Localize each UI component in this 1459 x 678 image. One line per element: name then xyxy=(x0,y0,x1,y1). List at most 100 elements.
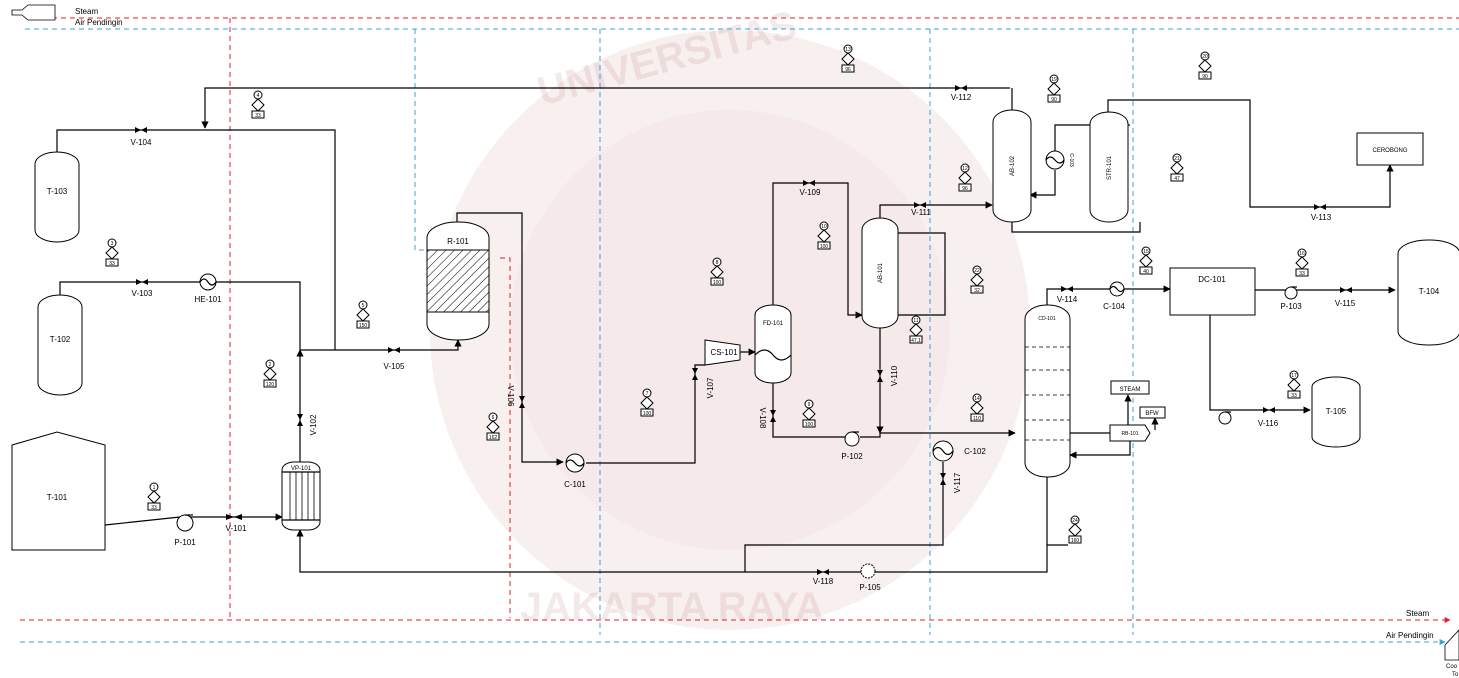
steam-source-icon xyxy=(11,4,56,21)
label-r101: R-101 xyxy=(447,237,469,246)
line-t103 xyxy=(56,129,336,350)
label-v117: V-117 xyxy=(953,472,962,493)
valve-v110-icon xyxy=(877,370,883,382)
line-t102-he101 xyxy=(59,281,301,350)
column-cd101 xyxy=(1024,304,1071,478)
valve-v108-icon xyxy=(770,410,776,422)
stream-tag-12: 12 96 xyxy=(958,163,972,192)
svg-text:90: 90 xyxy=(1051,97,1057,103)
stream-tag-8: 8 100 xyxy=(710,257,724,286)
stream-tag-24: 24 160 xyxy=(1068,515,1082,544)
valve-v111-icon xyxy=(914,202,926,208)
stream-tag-21: 21 47 xyxy=(1170,153,1184,182)
utility-labels: Steam Air Pendingin Steam Air Pendingin … xyxy=(75,7,1459,678)
pump-p105-icon xyxy=(860,563,876,579)
cooling-label-top: Air Pendingin xyxy=(75,18,123,27)
pump-p103-icon xyxy=(1284,286,1298,300)
stream-tag-16: 16 33 xyxy=(1295,248,1309,277)
stream-tag-14: 14 110 xyxy=(970,393,984,422)
line-cd101-bottom xyxy=(1046,475,1068,546)
svg-text:19: 19 xyxy=(1051,77,1057,83)
svg-text:33: 33 xyxy=(255,113,261,119)
svg-text:9: 9 xyxy=(808,402,811,408)
line-ab101-side xyxy=(898,232,946,316)
valve-v106-icon xyxy=(519,396,525,408)
line-recycle-top xyxy=(201,87,1010,129)
tank-t105 xyxy=(1311,376,1361,448)
c104-icon xyxy=(1109,281,1125,297)
label-c102: C-102 xyxy=(964,447,986,456)
svg-text:110: 110 xyxy=(973,416,981,422)
stream-tag-11: 11 47,1 xyxy=(909,315,923,344)
valve-v115-icon xyxy=(1340,287,1352,293)
label-p105: P-105 xyxy=(859,583,881,592)
line-c101-cs101 xyxy=(586,364,705,464)
line-c103-ab102 xyxy=(1029,170,1056,199)
pump-p102-icon xyxy=(844,431,860,447)
label-v108: V-108 xyxy=(758,408,767,429)
label-v101: V-101 xyxy=(226,524,247,533)
stream-tag-13: 13 96 xyxy=(841,44,855,73)
svg-text:2: 2 xyxy=(269,362,272,368)
label-v103: V-103 xyxy=(132,289,153,298)
label-v107: V-107 xyxy=(706,377,715,398)
stream-tag-15: 15 40 xyxy=(1139,246,1153,275)
line-r101-c101 xyxy=(456,212,564,466)
svg-text:4: 4 xyxy=(257,93,260,99)
label-he101: HE-101 xyxy=(194,295,222,304)
line-fd101-ab101 xyxy=(772,182,863,319)
label-str101: STR-101 xyxy=(1107,155,1113,180)
label-v102: V-102 xyxy=(309,414,318,435)
label-t105: T-105 xyxy=(1326,407,1347,416)
label-t103: T-103 xyxy=(47,187,68,196)
svg-text:21: 21 xyxy=(1174,156,1180,162)
label-v118: V-118 xyxy=(813,577,834,586)
cooling-tower-icon xyxy=(1444,629,1459,661)
line-to-r101 xyxy=(300,339,462,351)
svg-text:47,1: 47,1 xyxy=(911,338,921,344)
svg-text:40: 40 xyxy=(1143,269,1149,275)
svg-text:12: 12 xyxy=(962,166,968,172)
label-dc101: DC-101 xyxy=(1198,275,1226,284)
valve-v103-icon xyxy=(136,279,148,285)
stripper-str101 xyxy=(1089,111,1129,223)
he101-icon xyxy=(199,273,217,291)
svg-text:100: 100 xyxy=(820,244,829,250)
svg-text:33: 33 xyxy=(1291,393,1297,399)
svg-text:120: 120 xyxy=(266,382,275,388)
line-t101-vp101 xyxy=(104,513,283,526)
cooling-drop-r101 xyxy=(414,29,425,251)
tank-t101 xyxy=(11,431,106,551)
svg-text:1: 1 xyxy=(153,485,156,491)
stream-tag-20: 20 90 xyxy=(1198,51,1212,80)
label-steam-box: STEAM xyxy=(1120,387,1141,393)
exchangers xyxy=(199,150,1125,473)
label-p102: P-102 xyxy=(841,452,863,461)
label-v109: V-109 xyxy=(800,188,821,197)
label-ab101: AB-101 xyxy=(878,262,884,283)
tank-t103 xyxy=(34,151,80,243)
line-str101-cerobong xyxy=(1107,99,1394,208)
tank-t104 xyxy=(1397,239,1459,346)
c101-icon xyxy=(565,453,585,473)
svg-text:100: 100 xyxy=(805,422,814,428)
svg-text:3: 3 xyxy=(111,241,114,247)
stack-cerobong xyxy=(1356,132,1424,166)
process-lines xyxy=(56,87,1396,573)
absorber-ab102 xyxy=(992,109,1032,223)
stream-tag-6: 6 162 xyxy=(486,412,500,441)
label-v116: V-116 xyxy=(1258,419,1279,428)
line-ab102-str101-bottom xyxy=(1011,222,1141,233)
absorber-ab101 xyxy=(861,217,899,329)
valve-v116-icon xyxy=(1263,407,1275,413)
valve-v114-icon xyxy=(1061,286,1073,292)
valve-v112-icon xyxy=(955,85,967,91)
svg-text:160: 160 xyxy=(1071,538,1080,544)
svg-text:90: 90 xyxy=(1202,74,1208,80)
label-vp101: VP-101 xyxy=(291,466,312,472)
valve-v101-icon xyxy=(226,514,242,520)
pump-p104-icon xyxy=(1218,411,1232,425)
vp101-tubes xyxy=(289,472,315,520)
valve-labels: V-101 V-102 V-103 V-104 V-105 V-106 V-10… xyxy=(131,93,1356,586)
bfw-box xyxy=(1139,406,1166,419)
